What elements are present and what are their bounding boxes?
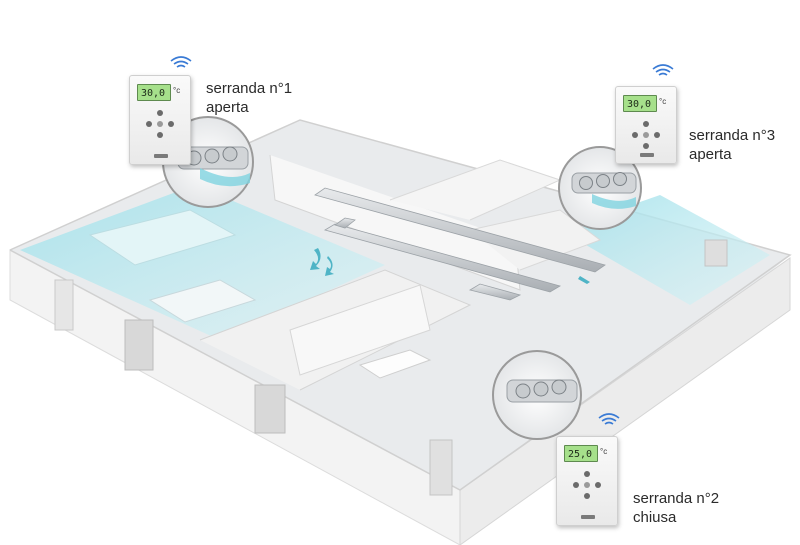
brand-logo (154, 154, 168, 158)
damper-2-closeup (492, 350, 582, 440)
damper-state: aperta (689, 146, 732, 163)
kitchen-furniture (289, 284, 431, 376)
thermostat-2: 25,0 °c (556, 436, 618, 526)
degree-celsius-icon: °c (173, 86, 181, 95)
brand-logo (640, 153, 654, 157)
airflow-arrow-icon (578, 276, 590, 284)
damper-3-closeup (558, 146, 642, 230)
thermostat-display: 30,0 (137, 84, 171, 101)
desk (148, 279, 257, 323)
duct-branch (323, 223, 562, 293)
partition-wall (389, 159, 562, 221)
outer-wall-right (459, 257, 791, 545)
thermostat-3: 30,0 °c (615, 86, 677, 164)
damper-2-label: serranda n°2 chiusa (633, 489, 719, 527)
window (124, 319, 154, 371)
damper-state: chiusa (633, 509, 677, 526)
duct-branch (468, 283, 522, 301)
wifi-icon (652, 64, 674, 76)
damper-3-label: serranda n°3 aperta (689, 126, 775, 164)
door (54, 279, 74, 331)
damper-1-label: serranda n°1 aperta (206, 79, 292, 117)
keypad (632, 121, 660, 149)
room-1-air (20, 185, 385, 340)
thermostat-display: 30,0 (623, 95, 657, 112)
damper-name: serranda n°2 (633, 490, 720, 507)
damper-state: aperta (206, 99, 249, 116)
duct-branch (334, 217, 356, 229)
window (704, 239, 728, 267)
bed (88, 209, 237, 266)
keypad (573, 471, 601, 499)
wifi-icon (598, 413, 620, 425)
duct-main (314, 187, 606, 273)
degree-celsius-icon: °c (659, 97, 667, 106)
keypad (146, 110, 174, 138)
wifi-icon (170, 56, 192, 68)
brand-logo (581, 515, 595, 519)
door (429, 439, 453, 496)
damper-name: serranda n°3 (689, 127, 776, 144)
thermostat-display: 25,0 (564, 445, 598, 462)
airflow-arrow-icon (310, 248, 321, 270)
window (254, 384, 286, 434)
dining-table (358, 349, 432, 379)
degree-celsius-icon: °c (600, 447, 608, 456)
damper-name: serranda n°1 (206, 80, 293, 97)
airflow-arrow-icon (325, 256, 334, 276)
thermostat-1: 30,0 °c (129, 75, 191, 165)
